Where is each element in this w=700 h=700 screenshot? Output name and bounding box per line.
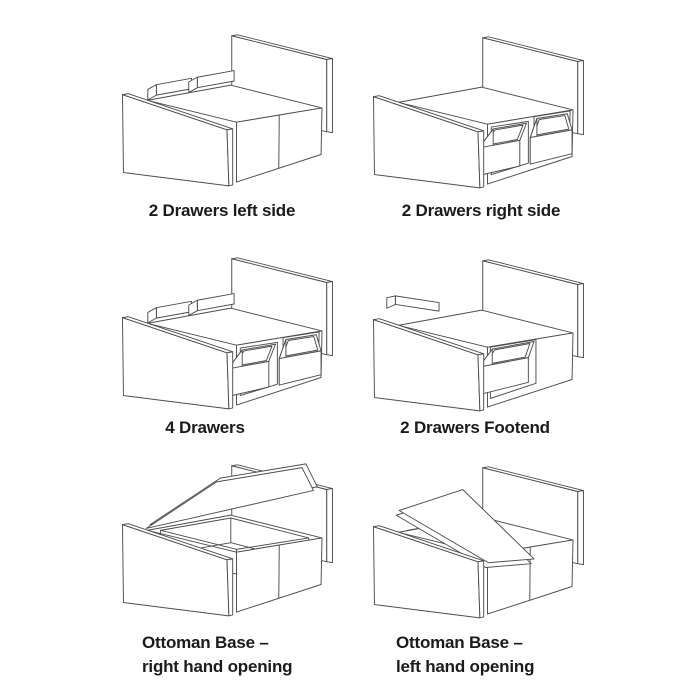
bed-variant-ottoman-right [108, 442, 346, 632]
bed-variant-2-drawers-footend [359, 237, 597, 427]
variant-label: 4 Drawers [165, 418, 245, 437]
bed-variant-ottoman-left [359, 444, 597, 634]
variant-label: 2 Drawers left side [148, 201, 296, 220]
bed-ottoman-right-opening-icon [122, 463, 333, 617]
bed-2-drawers-left-side-icon [122, 34, 333, 187]
bed-variant-4-drawers [108, 235, 346, 425]
variant-label: 2 Drawers Footend [400, 418, 550, 437]
bed-ottoman-left-opening-icon [373, 466, 584, 619]
bed-4-drawers-icon [122, 257, 333, 410]
bed-2-drawers-right-side-icon [373, 36, 584, 189]
bed-variant-2-drawers-right-side [359, 14, 597, 204]
variant-label: Ottoman Base – left hand opening [396, 633, 535, 676]
variant-label: Ottoman Base – right hand opening [142, 633, 293, 676]
variant-label: 2 Drawers right side [401, 201, 561, 220]
bed-2-drawers-footend-icon [373, 259, 584, 412]
bed-variant-2-drawers-left-side [108, 12, 346, 202]
